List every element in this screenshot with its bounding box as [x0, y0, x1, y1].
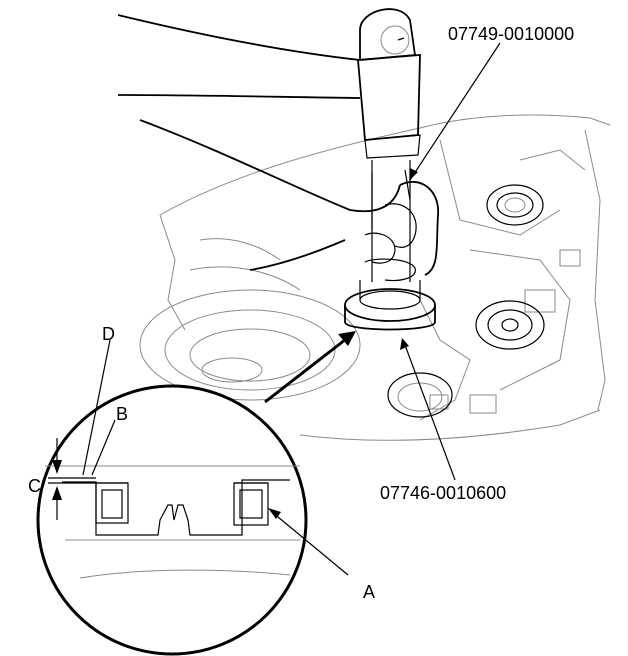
tool-number-top: 07749-0010000 — [448, 24, 574, 44]
clutch-drum — [139, 289, 361, 401]
shaft-gear — [475, 300, 545, 350]
label-d: D — [102, 324, 115, 344]
tool-number-bottom: 07746-0010600 — [380, 483, 506, 503]
dimension-c — [48, 438, 96, 520]
label-b: B — [116, 404, 128, 424]
hand — [139, 119, 439, 282]
detail-circle — [36, 339, 349, 656]
detail-arrow — [264, 331, 356, 404]
hammer — [117, 8, 421, 159]
label-a: A — [363, 582, 375, 602]
seal-driver-attachment — [344, 280, 436, 331]
seal-left — [95, 482, 129, 524]
seal-driver-handle — [371, 160, 411, 282]
bore — [387, 372, 453, 418]
callout-leaders — [400, 42, 501, 481]
bearing — [486, 184, 544, 226]
transmission-case — [159, 114, 611, 441]
seal-right — [233, 482, 269, 526]
label-c: C — [28, 476, 41, 496]
